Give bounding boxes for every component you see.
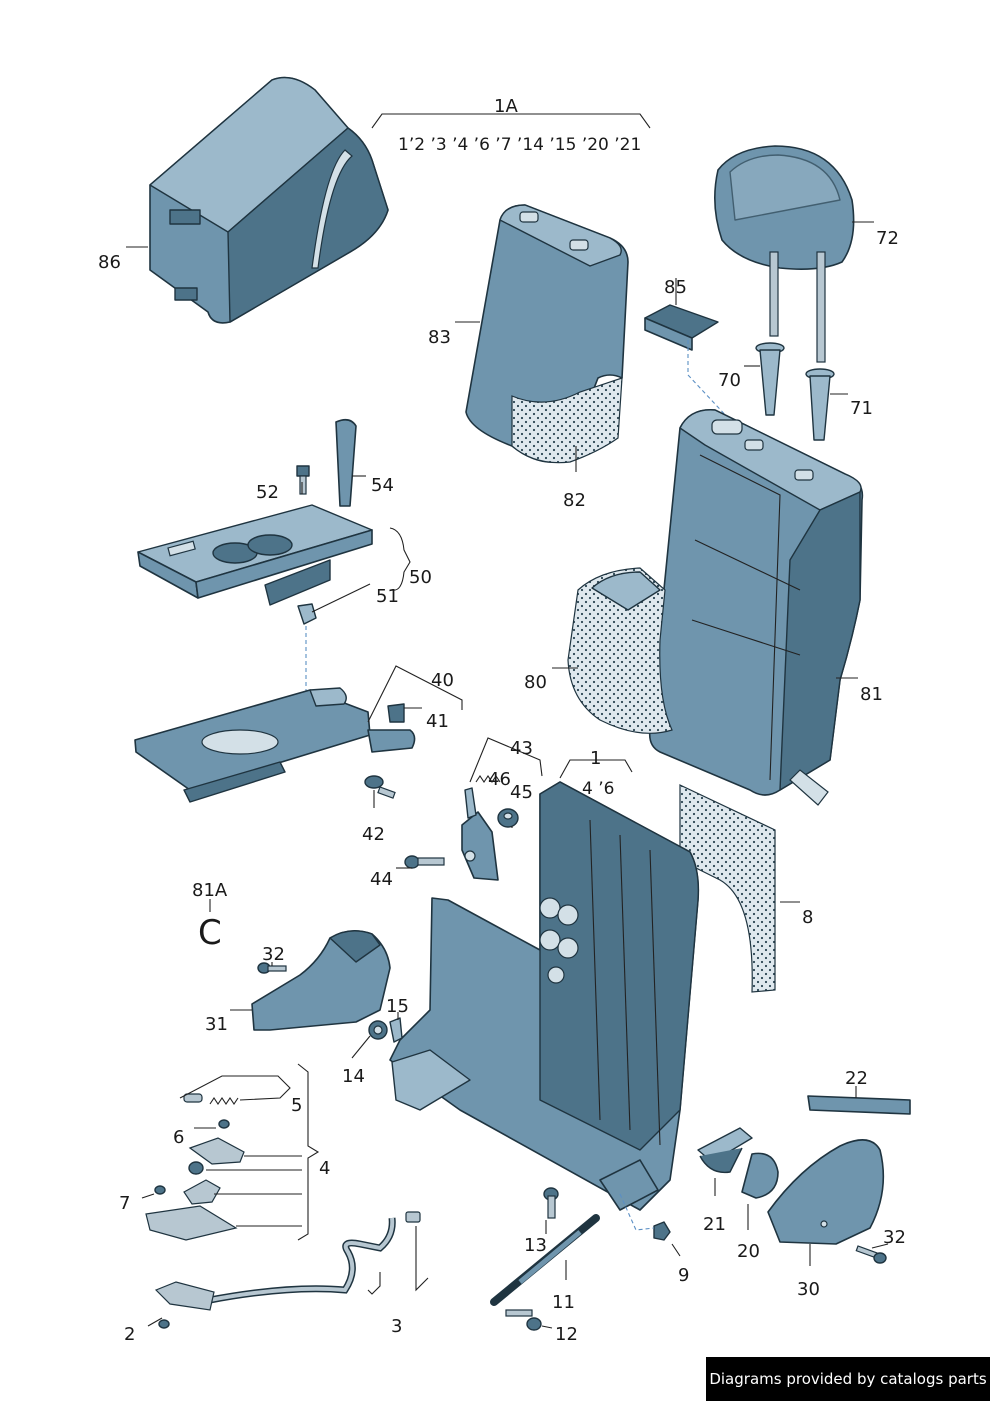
label-12: 12 — [555, 1324, 578, 1345]
label-32-left: 32 — [262, 944, 285, 965]
label-80: 80 — [524, 672, 547, 693]
part-85-release-button — [644, 304, 731, 421]
label-70: 70 — [718, 370, 741, 391]
label-45: 45 — [510, 782, 533, 803]
label-4: 4 — [319, 1158, 330, 1179]
label-14: 14 — [342, 1066, 365, 1087]
part-32-screw-right — [855, 1245, 887, 1264]
part-52-screw — [296, 465, 310, 495]
label-54: 54 — [371, 475, 394, 496]
leader-lines — [126, 221, 889, 1329]
part-1-seat-frame — [389, 781, 700, 1211]
label-83: 83 — [428, 327, 451, 348]
part-21-handle — [697, 1127, 753, 1174]
label-44: 44 — [370, 869, 393, 890]
label-8: 8 — [802, 907, 813, 928]
watermark-badge: Diagrams provided by catalogs parts — [706, 1357, 990, 1401]
part-70-headrest-guide — [755, 342, 785, 416]
label-1A-list: 1’2 ’3 ’4 ’6 ’7 ’14 ’15 ’20 ’21 — [398, 135, 641, 155]
label-46: 46 — [488, 769, 511, 790]
label-43: 43 — [510, 738, 533, 759]
label-20: 20 — [737, 1241, 760, 1262]
part-40-tray-frame — [134, 687, 416, 803]
part-20-cover — [741, 1152, 779, 1199]
part-13-bolt — [543, 1187, 559, 1219]
part-81-backrest — [648, 409, 864, 806]
part-51-clip — [297, 603, 317, 700]
label-81A: 81A — [192, 880, 228, 901]
part-9-nut — [619, 1193, 671, 1241]
bracket-1A — [371, 113, 651, 129]
bracket-43 — [469, 737, 543, 783]
label-6: 6 — [173, 1127, 184, 1148]
label-41: 41 — [426, 711, 449, 732]
label-82: 82 — [563, 490, 586, 511]
label-40: 40 — [431, 670, 454, 691]
label-51: 51 — [376, 586, 399, 607]
bracket-1 — [559, 759, 633, 779]
part-7-screw — [154, 1185, 166, 1195]
part-46-spring — [475, 775, 501, 783]
label-21: 21 — [703, 1214, 726, 1235]
part-8-foam-strip — [679, 784, 776, 993]
part-82-foam-pad — [511, 377, 623, 464]
label-42: 42 — [362, 824, 385, 845]
part-4-latch — [145, 1137, 245, 1241]
label-11: 11 — [552, 1292, 575, 1313]
label-85: 85 — [664, 277, 687, 298]
part-22-strap — [807, 1095, 911, 1115]
label-71: 71 — [850, 398, 873, 419]
part-54-strap — [335, 418, 357, 507]
part-14-washer — [368, 1020, 388, 1040]
part-31-side-cover — [251, 930, 391, 1031]
part-71-headrest-guide — [805, 368, 835, 441]
label-7: 7 — [119, 1193, 130, 1214]
label-1-list: 4 ’6 — [582, 779, 614, 799]
label-13: 13 — [524, 1235, 547, 1256]
symbol-81A-glyph: C — [198, 913, 222, 953]
label-30: 30 — [797, 1279, 820, 1300]
part-15-clip — [389, 1017, 403, 1043]
label-3: 3 — [391, 1316, 402, 1337]
part-44-mechanism — [404, 787, 499, 881]
part-42-screw — [364, 775, 396, 799]
label-32-right: 32 — [883, 1227, 906, 1248]
part-6-screw — [218, 1119, 230, 1129]
bracket-50 — [389, 527, 411, 591]
bracket-4 — [297, 1063, 320, 1241]
label-86: 86 — [98, 252, 121, 273]
label-31: 31 — [205, 1014, 228, 1035]
part-32-screw-left — [257, 962, 287, 974]
label-1: 1 — [590, 748, 601, 769]
part-72-headrest — [714, 145, 855, 363]
watermark-text: Diagrams provided by catalogs parts — [709, 1370, 987, 1388]
bracket-5 — [179, 1075, 291, 1101]
part-86-armrest — [149, 76, 389, 324]
label-50: 50 — [409, 567, 432, 588]
part-5-spring-set — [183, 1093, 239, 1105]
label-1A: 1A — [494, 96, 518, 117]
part-12-bolt — [505, 1309, 542, 1331]
label-22: 22 — [845, 1068, 868, 1089]
part-3-cable — [209, 1211, 429, 1304]
label-2: 2 — [124, 1324, 135, 1345]
part-30-side-trim — [767, 1139, 885, 1245]
part-2-bracket — [154, 1281, 215, 1329]
bracket-40 — [367, 665, 463, 723]
label-72: 72 — [876, 228, 899, 249]
part-41-clip — [387, 703, 405, 723]
label-9: 9 — [678, 1265, 689, 1286]
part-80-foam — [567, 567, 673, 734]
part-45-bushing — [497, 808, 519, 828]
label-52: 52 — [256, 482, 279, 503]
part-11-gas-strut — [490, 1214, 600, 1306]
part-50-cupholder-tray — [137, 504, 373, 606]
label-81: 81 — [860, 684, 883, 705]
label-15: 15 — [386, 996, 409, 1017]
label-5: 5 — [291, 1095, 302, 1116]
